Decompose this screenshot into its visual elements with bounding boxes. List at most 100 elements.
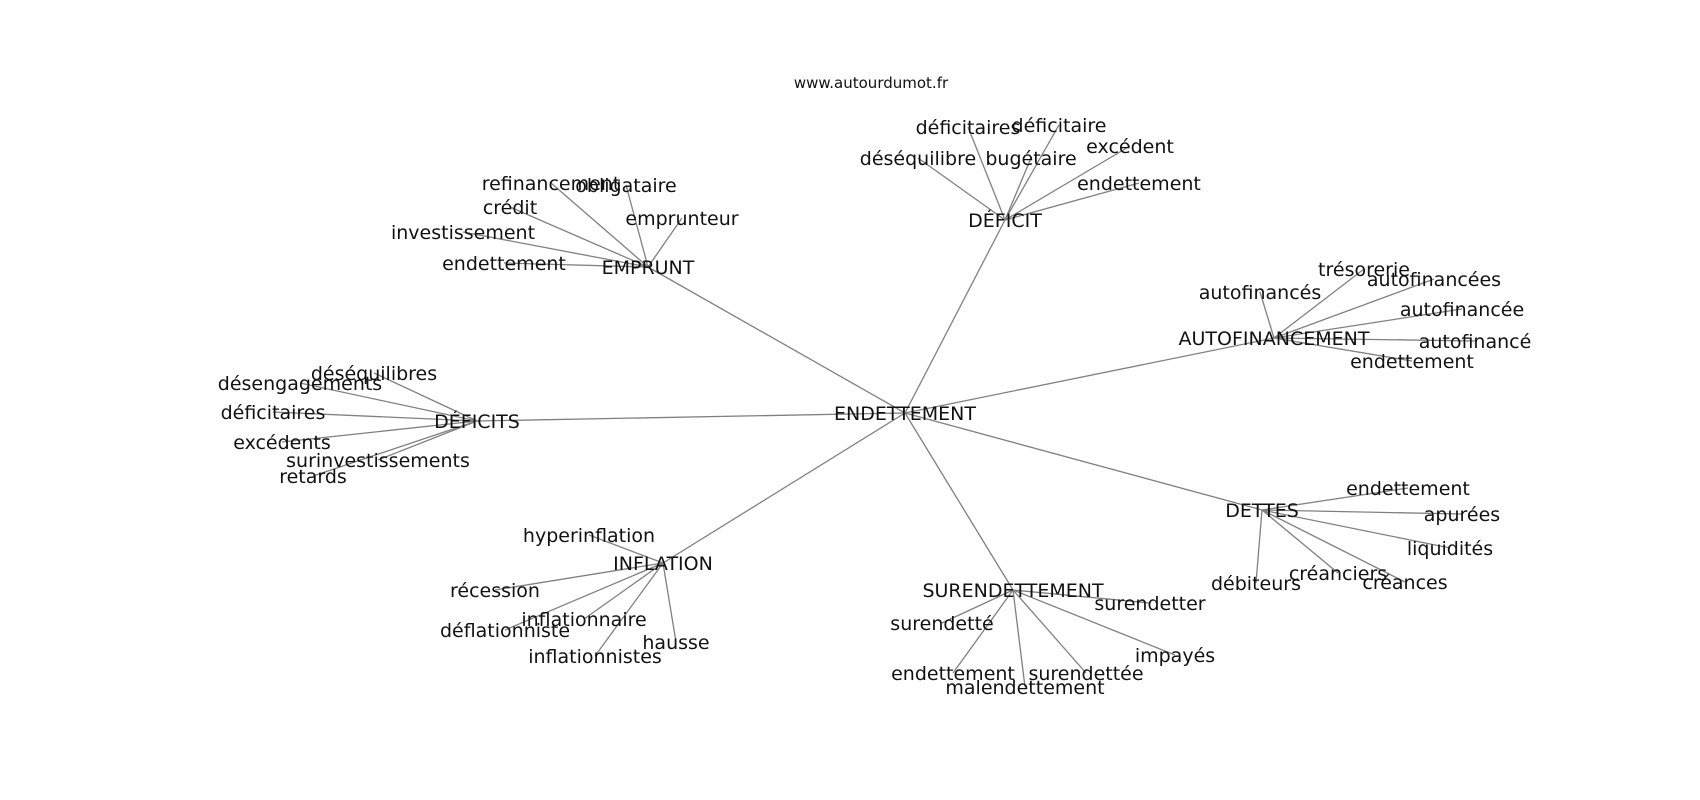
- leaf-word-label: excédents: [233, 432, 331, 454]
- leaf-word-label: hyperinflation: [523, 525, 655, 547]
- leaf-word-label: obligataire: [575, 175, 676, 197]
- center-edge: [904, 412, 1014, 591]
- word-edge: [1261, 509, 1463, 515]
- leaf-word-label: surinvestissements: [286, 450, 470, 472]
- word-edge: [1273, 278, 1435, 339]
- center-edge: [662, 412, 906, 564]
- word-edge: [1004, 182, 1140, 221]
- word-edge: [1004, 145, 1131, 221]
- leaf-word-label: retards: [279, 466, 347, 488]
- leaf-word-label: endettement: [442, 253, 566, 275]
- leaf-word-label: endettement: [1077, 173, 1201, 195]
- word-edge: [1004, 124, 1060, 221]
- word-edge: [647, 217, 683, 268]
- leaf-word-label: débiteurs: [1211, 573, 1301, 595]
- leaf-word-label: impayés: [1135, 645, 1215, 667]
- leaf-word-label: hausse: [642, 632, 709, 654]
- word-edge: [952, 589, 1014, 674]
- leaf-word-label: inflationnaire: [521, 609, 646, 631]
- word-edge: [272, 411, 478, 422]
- cluster-label: EMPRUNT: [602, 257, 695, 279]
- word-edge: [504, 562, 664, 631]
- word-edge: [625, 184, 649, 268]
- leaf-word-label: créanciers: [1289, 563, 1387, 585]
- word-edge: [1273, 268, 1365, 339]
- leaf-word-label: déflationniste: [440, 620, 570, 642]
- cluster-label: DÉFICITS: [434, 410, 520, 433]
- word-edge: [941, 589, 1014, 624]
- leaf-word-label: déficitaires: [916, 117, 1021, 139]
- leaf-word-label: refinancement: [482, 173, 621, 195]
- word-edge: [377, 420, 478, 461]
- leaf-word-label: endettement: [891, 663, 1015, 685]
- word-edge: [550, 182, 649, 268]
- leaf-word-label: trésorerie: [1318, 259, 1410, 281]
- center-edge: [904, 412, 1263, 511]
- leaf-word-label: surendetté: [890, 613, 993, 635]
- word-edge: [509, 206, 649, 268]
- word-edge: [594, 562, 664, 657]
- cluster-label: SURENDETTEMENT: [922, 580, 1104, 602]
- center-node-label: ENDETTEMENT: [834, 403, 976, 425]
- leaf-word-label: récession: [450, 580, 540, 602]
- leaf-word-label: déficitaires: [221, 402, 326, 424]
- leaf-word-label: désengagements: [218, 373, 382, 395]
- word-edge: [967, 126, 1006, 221]
- leaf-word-label: malendettement: [945, 677, 1104, 699]
- word-edge: [281, 420, 478, 443]
- leaf-word-label: déséquilibre: [860, 148, 976, 170]
- word-edge: [1261, 487, 1409, 511]
- word-edge: [373, 372, 478, 422]
- leaf-word-label: endettement: [1350, 351, 1474, 373]
- center-edge: [647, 266, 906, 414]
- word-edge: [662, 562, 677, 643]
- cluster-label: DÉFICIT: [968, 209, 1042, 232]
- leaf-word-label: crédit: [483, 197, 537, 219]
- word-edge: [1012, 589, 1087, 674]
- word-edge: [588, 534, 664, 564]
- word-edge: [1261, 509, 1406, 583]
- leaf-word-label: surendettée: [1028, 663, 1143, 685]
- word-edge: [1259, 291, 1275, 339]
- word-edge: [1004, 157, 1032, 221]
- graph-edges: [272, 124, 1476, 688]
- word-edge: [1255, 509, 1263, 584]
- word-edge: [1273, 337, 1476, 342]
- leaf-word-label: autofinancé: [1419, 331, 1532, 353]
- cluster-label: DETTES: [1225, 500, 1299, 522]
- word-edge: [503, 262, 649, 268]
- leaf-word-label: apurées: [1424, 504, 1500, 526]
- leaf-word-label: excédent: [1086, 136, 1174, 158]
- word-edge: [312, 420, 478, 477]
- leaf-word-label: endettement: [1346, 478, 1470, 500]
- word-edge: [299, 382, 478, 422]
- leaf-word-label: liquidités: [1407, 538, 1493, 560]
- leaf-word-label: déséquilibres: [311, 363, 437, 385]
- source-watermark: www.autourdumot.fr: [794, 74, 949, 92]
- word-edge: [583, 562, 664, 620]
- word-edge: [1012, 589, 1026, 688]
- word-edge: [462, 231, 649, 268]
- leaf-word-label: autofinancés: [1199, 282, 1322, 304]
- word-edge: [1012, 589, 1151, 604]
- word-edge: [1273, 337, 1413, 362]
- center-edge: [476, 412, 906, 422]
- center-edge: [904, 219, 1006, 414]
- cluster-label: AUTOFINANCEMENT: [1179, 328, 1370, 350]
- word-edge: [1261, 509, 1451, 549]
- center-edge: [904, 337, 1275, 414]
- leaf-word-label: inflationnistes: [528, 646, 662, 668]
- word-edge: [494, 562, 664, 591]
- word-edge: [917, 157, 1006, 221]
- leaf-word-label: bugétaire: [985, 148, 1076, 170]
- cluster-label: INFLATION: [613, 553, 713, 575]
- leaf-word-label: surendetter: [1094, 593, 1205, 615]
- leaf-word-label: autofinancées: [1367, 269, 1501, 291]
- word-edge: [1012, 589, 1176, 656]
- word-edge: [1273, 308, 1463, 339]
- word-edge: [1261, 509, 1339, 574]
- leaf-word-label: autofinancée: [1400, 299, 1524, 321]
- leaf-word-label: investissement: [391, 222, 535, 244]
